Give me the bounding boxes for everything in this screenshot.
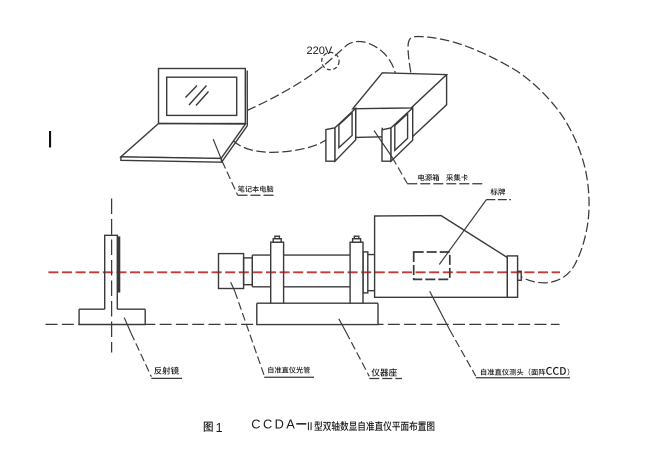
svg-text:1: 1 [216,421,223,435]
svg-text:CCDA: CCDA [251,417,297,432]
svg-text:220V: 220V [307,45,333,57]
